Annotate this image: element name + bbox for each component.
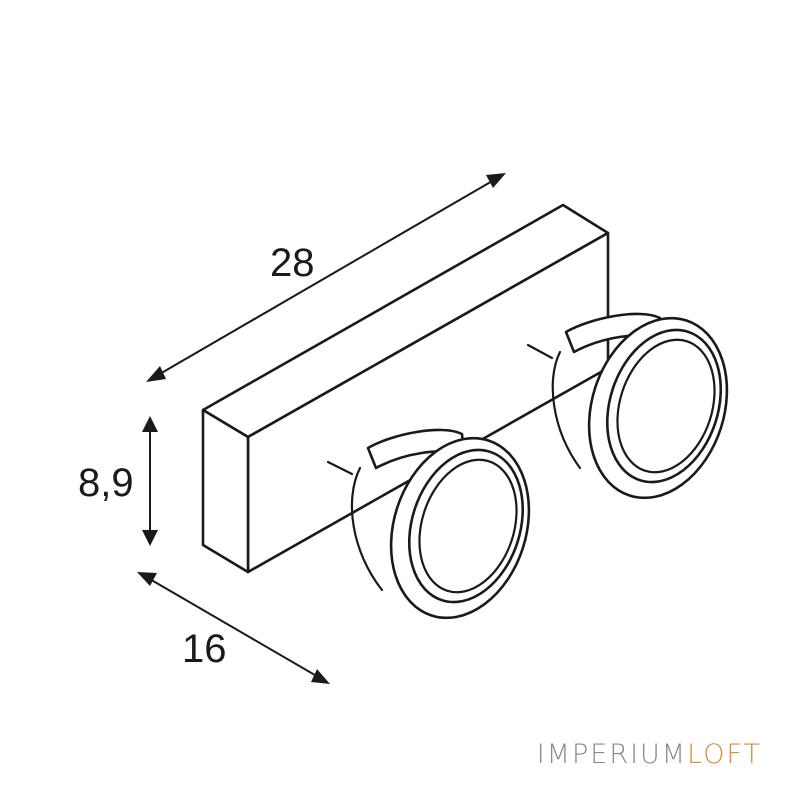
depth-label: 16 (182, 627, 227, 671)
front-stem (326, 460, 354, 476)
height-dimension: 8,9 (78, 416, 158, 546)
depth-arrow-start (137, 572, 157, 586)
length-dimension-line (157, 179, 495, 376)
brand-watermark-part2: LOFT (687, 739, 762, 770)
spotlight-rear (526, 312, 729, 500)
depth-dimension-line (147, 577, 321, 679)
spotlight-front (326, 428, 531, 620)
brand-watermark-part1: IMPERIUM (536, 739, 688, 770)
height-label: 8,9 (78, 461, 134, 505)
front-lens (418, 458, 518, 594)
depth-dimension: 16 (137, 572, 330, 684)
depth-arrow-end (311, 669, 330, 684)
base-side-face (201, 408, 250, 574)
length-dimension: 28 (146, 173, 506, 382)
rear-lens (616, 338, 716, 474)
rear-bracket-arm (551, 350, 582, 470)
front-bracket-arm (350, 466, 384, 592)
brand-watermark: IMPERIUMLOFT (537, 739, 762, 770)
length-arrow-start (146, 366, 166, 382)
height-arrow-top (142, 416, 158, 432)
rear-head-inner-ring (605, 328, 723, 484)
front-head-inner-ring (407, 448, 525, 604)
length-arrow-end (486, 173, 506, 188)
rear-stem (526, 343, 554, 360)
length-label: 28 (270, 241, 315, 285)
height-arrow-bottom (142, 530, 158, 546)
